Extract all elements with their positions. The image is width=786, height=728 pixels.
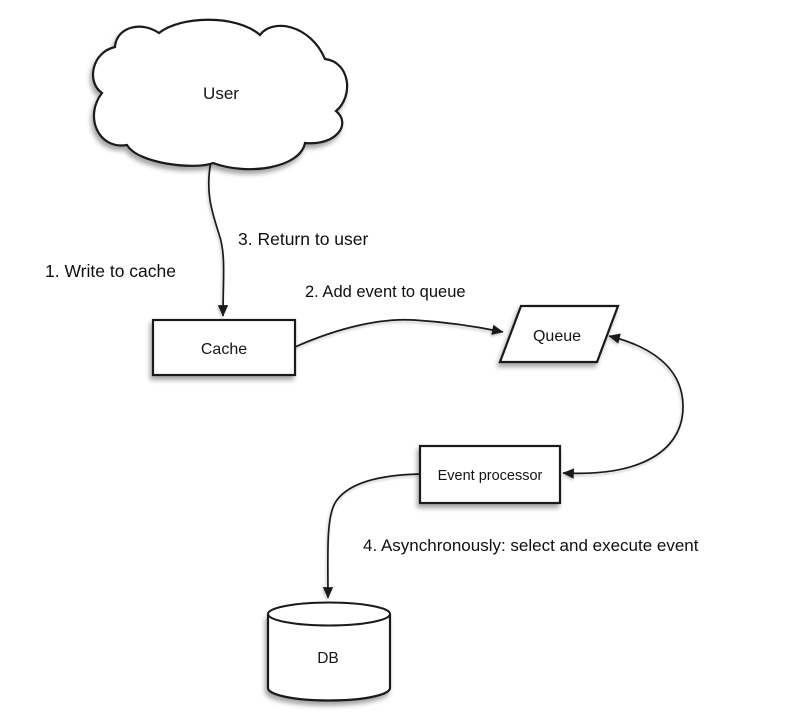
queue-node-label: Queue (533, 328, 581, 345)
event-processor-node-label: Event processor (438, 468, 543, 484)
edge-cache-to-queue (294, 318, 504, 348)
user-cloud-shape (92, 18, 349, 171)
edge-queue-event-processor (562, 333, 684, 479)
diagram-shapes (92, 18, 620, 702)
diagram-step-labels: 1. Write to cache 2. Add event to queue … (45, 229, 699, 555)
event-processor-box-shape (418, 444, 562, 505)
diagram-connectors (207, 160, 684, 599)
cache-node-label: Cache (201, 341, 247, 358)
cache-box-shape (151, 318, 297, 377)
edge-user-to-cache (207, 160, 229, 317)
db-node-label: DB (317, 650, 339, 667)
queue-parallelogram-shape (498, 304, 620, 364)
diagram-node-labels: User Cache Queue Event processor DB (201, 84, 581, 667)
step1-label: 1. Write to cache (45, 261, 176, 281)
db-cylinder-shape (266, 601, 392, 702)
step2-label: 2. Add event to queue (305, 283, 466, 301)
step4-label: 4. Asynchronously: select and execute ev… (363, 536, 699, 555)
user-node-label: User (203, 84, 239, 103)
edge-event-processor-to-db (322, 473, 421, 599)
step3-label: 3. Return to user (238, 229, 369, 249)
